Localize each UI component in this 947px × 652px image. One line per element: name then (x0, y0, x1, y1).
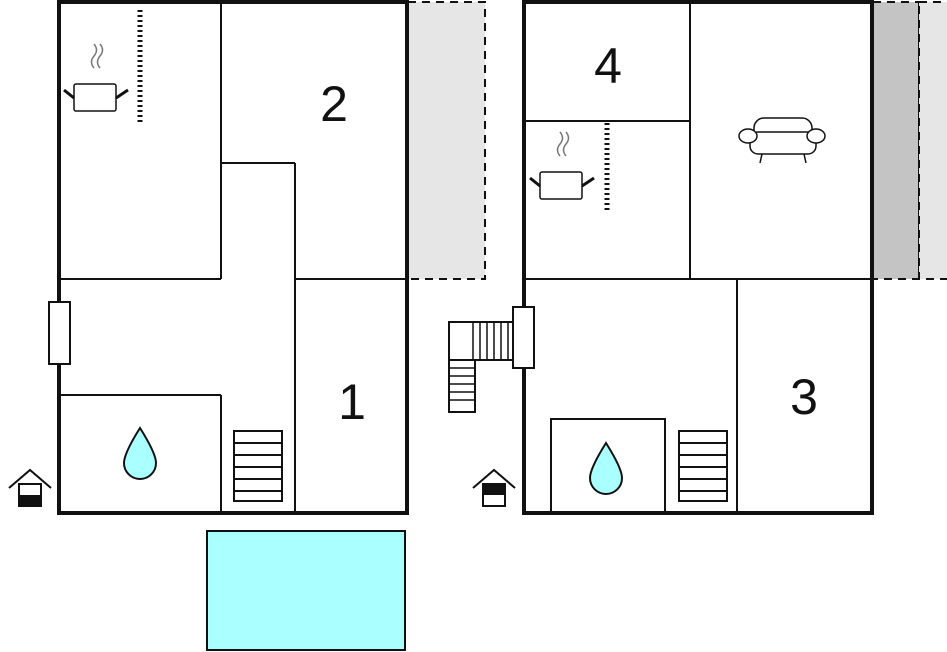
interior-walls (59, 2, 407, 513)
door-icon (512, 306, 535, 369)
upper-floor-plan: 4 3 (448, 0, 947, 515)
kitchen-pot-icon (63, 43, 129, 112)
swimming-pool (206, 530, 406, 651)
room-number-3: 3 (790, 369, 818, 425)
outer-wall (57, 0, 409, 515)
terrace-area-2 (918, 1, 947, 280)
entrance-house-icon (8, 468, 52, 507)
door-icon (48, 301, 71, 365)
entrance-house-icon (472, 468, 516, 507)
stairs-icon (233, 430, 283, 502)
external-stairs-icon (448, 306, 535, 413)
terrace-area (407, 1, 486, 280)
outer-wall (522, 0, 874, 515)
room-number-1: 1 (338, 374, 366, 430)
stairs-icon (678, 430, 728, 502)
living-sofa-icon (738, 117, 826, 164)
interior-walls (524, 2, 872, 514)
kitchen-pot-icon (529, 131, 595, 200)
terrace-area (872, 1, 920, 280)
bathroom-drop-icon (588, 441, 624, 495)
room-number-2: 2 (320, 76, 348, 132)
room-number-4: 4 (594, 38, 622, 94)
ground-floor-plan: 2 1 (8, 0, 486, 515)
bathroom-drop-icon (122, 426, 158, 480)
